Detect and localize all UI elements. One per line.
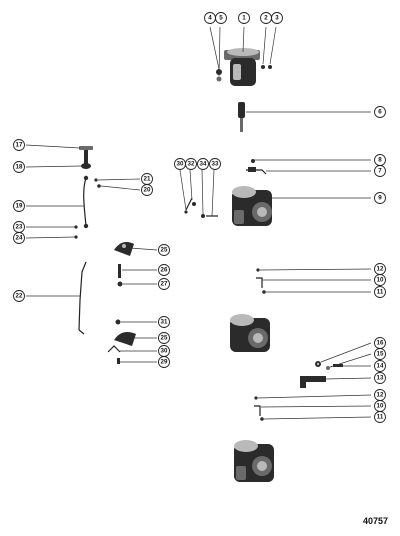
parts-12-10-11-lower <box>254 396 264 421</box>
callout-30-upper: 30 <box>174 158 186 170</box>
svg-text:11: 11 <box>377 414 384 421</box>
svg-text:25: 25 <box>161 247 168 254</box>
callout-8: 8 <box>374 154 386 166</box>
svg-text:12: 12 <box>377 392 384 399</box>
part-7-8-bracket <box>246 159 267 175</box>
callout-3: 3 <box>271 12 283 24</box>
callout-1: 1 <box>238 12 250 24</box>
callout-22: 22 <box>13 290 25 302</box>
callout-11-lower: 11 <box>374 411 386 423</box>
callout-11-upper: 11 <box>374 286 386 298</box>
svg-text:1: 1 <box>242 15 246 22</box>
callout-7: 7 <box>374 165 386 177</box>
figure-number: 40757 <box>362 516 388 526</box>
svg-text:30: 30 <box>177 161 184 168</box>
callout-19: 19 <box>13 200 25 212</box>
svg-text:5: 5 <box>219 15 223 22</box>
left-linkage-parts <box>74 146 101 239</box>
callout-25-upper: 25 <box>158 244 170 256</box>
callout-27: 27 <box>158 278 170 290</box>
svg-text:15: 15 <box>377 351 384 358</box>
callout-10-upper: 10 <box>374 274 386 286</box>
svg-text:19: 19 <box>16 203 23 210</box>
callout-25-lower: 25 <box>158 332 170 344</box>
callout-5: 5 <box>215 12 227 24</box>
svg-text:4: 4 <box>208 15 212 22</box>
svg-text:14: 14 <box>377 363 384 370</box>
svg-text:18: 18 <box>16 164 23 171</box>
svg-text:10: 10 <box>377 277 384 284</box>
svg-text:7: 7 <box>378 168 382 175</box>
callout-16: 16 <box>374 337 386 349</box>
svg-text:3: 3 <box>275 15 279 22</box>
callout-12-lower: 12 <box>374 389 386 401</box>
svg-text:25: 25 <box>161 335 168 342</box>
callout-13: 13 <box>374 372 386 384</box>
svg-text:33: 33 <box>212 161 219 168</box>
callout-23: 23 <box>13 221 25 233</box>
svg-text:29: 29 <box>161 359 168 366</box>
callout-29: 29 <box>158 356 170 368</box>
callout-32: 32 <box>185 158 197 170</box>
callout-2: 2 <box>260 12 272 24</box>
callout-14: 14 <box>374 360 386 372</box>
svg-text:20: 20 <box>144 187 151 194</box>
leader-lines <box>25 26 372 420</box>
svg-text:17: 17 <box>16 142 23 149</box>
callout-9: 9 <box>374 192 386 204</box>
svg-text:12: 12 <box>377 266 384 273</box>
carburetor-body-3 <box>234 440 274 482</box>
svg-text:22: 22 <box>16 293 23 300</box>
svg-text:11: 11 <box>377 289 384 296</box>
svg-text:26: 26 <box>161 267 168 274</box>
parts-31-25-30-29 <box>107 319 136 364</box>
svg-text:24: 24 <box>16 235 23 242</box>
svg-text:13: 13 <box>377 375 384 382</box>
svg-text:6: 6 <box>378 109 382 116</box>
parts-16-15-14-13 <box>300 361 343 388</box>
carburetor-body-1 <box>232 186 272 226</box>
svg-text:9: 9 <box>378 195 382 202</box>
part-6-rod <box>238 102 245 132</box>
svg-text:8: 8 <box>378 157 382 164</box>
callout-34: 34 <box>197 158 209 170</box>
callout-15: 15 <box>374 348 386 360</box>
svg-text:16: 16 <box>377 340 384 347</box>
carburetor-body-2 <box>230 314 270 352</box>
callout-21: 21 <box>141 173 153 185</box>
callout-31: 31 <box>158 316 170 328</box>
svg-text:34: 34 <box>200 161 207 168</box>
callouts: 4 5 1 2 3 6 8 7 9 30 32 34 33 17 18 21 2… <box>13 12 386 423</box>
callout-24: 24 <box>13 232 25 244</box>
parts-12-10-11-upper <box>256 268 266 294</box>
callout-12-upper: 12 <box>374 263 386 275</box>
svg-text:27: 27 <box>161 281 168 288</box>
callout-17: 17 <box>13 139 25 151</box>
callout-30-lower: 30 <box>158 345 170 357</box>
callout-20: 20 <box>141 184 153 196</box>
parts-25-26-27 <box>114 242 134 287</box>
callout-18: 18 <box>13 161 25 173</box>
svg-text:30: 30 <box>161 348 168 355</box>
callout-33: 33 <box>209 158 221 170</box>
callout-4: 4 <box>204 12 216 24</box>
svg-text:10: 10 <box>377 403 384 410</box>
svg-text:2: 2 <box>264 15 268 22</box>
callout-26: 26 <box>158 264 170 276</box>
svg-text:32: 32 <box>188 161 195 168</box>
callout-10-lower: 10 <box>374 400 386 412</box>
top-pump-assembly <box>216 48 272 86</box>
svg-text:23: 23 <box>16 224 23 231</box>
svg-text:21: 21 <box>144 176 151 183</box>
part-22-lever <box>78 261 87 335</box>
callout-6: 6 <box>374 106 386 118</box>
svg-text:31: 31 <box>161 319 168 326</box>
